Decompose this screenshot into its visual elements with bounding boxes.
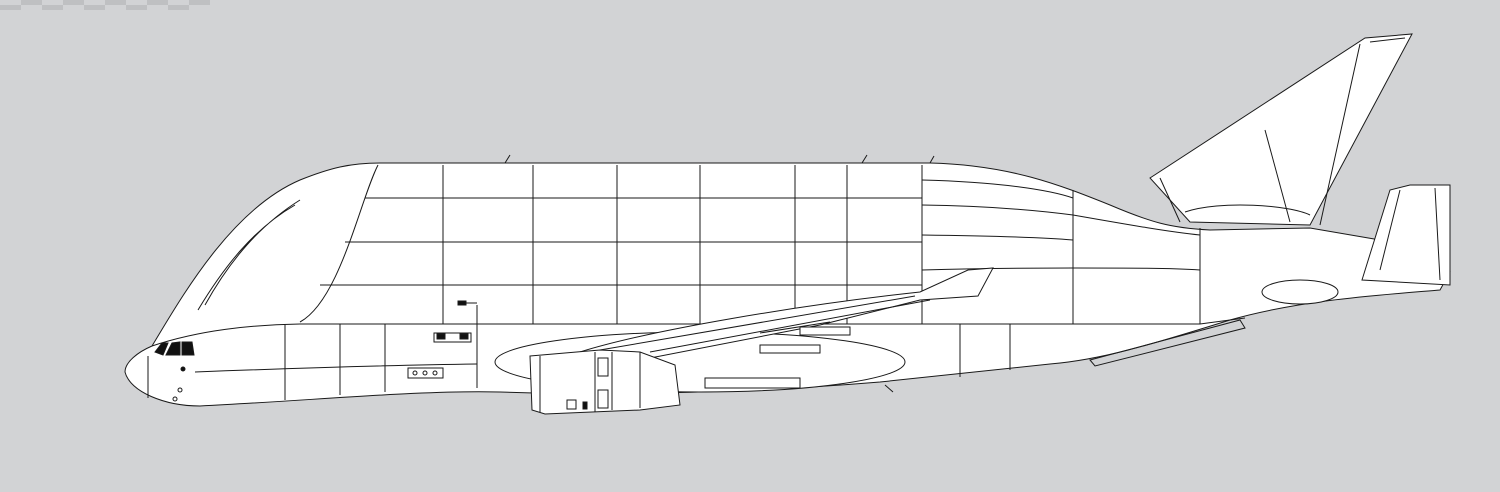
wing — [579, 267, 994, 361]
panel-lines — [194, 165, 1201, 400]
vertical-fin — [1149, 33, 1413, 226]
transparency-checker-strip — [0, 0, 210, 10]
door-details — [407, 300, 477, 379]
tail-cone-fairing — [1261, 279, 1339, 305]
tail-strake — [1089, 319, 1246, 367]
transparency-checker-strip-offset — [0, 0, 210, 5]
horizontal-stabilizer — [1361, 184, 1451, 286]
engine-nacelle — [529, 349, 681, 415]
stabilizer-lines — [1379, 187, 1441, 281]
flap-track-fairings — [704, 326, 851, 389]
wing-lines — [599, 295, 931, 353]
antennas — [504, 154, 935, 393]
engine-details — [539, 352, 641, 412]
lower-lobe-line — [151, 317, 1246, 347]
cockpit-windows — [147, 341, 195, 402]
fin-panel-lines — [1159, 37, 1406, 226]
cargo-door-line — [197, 164, 379, 323]
